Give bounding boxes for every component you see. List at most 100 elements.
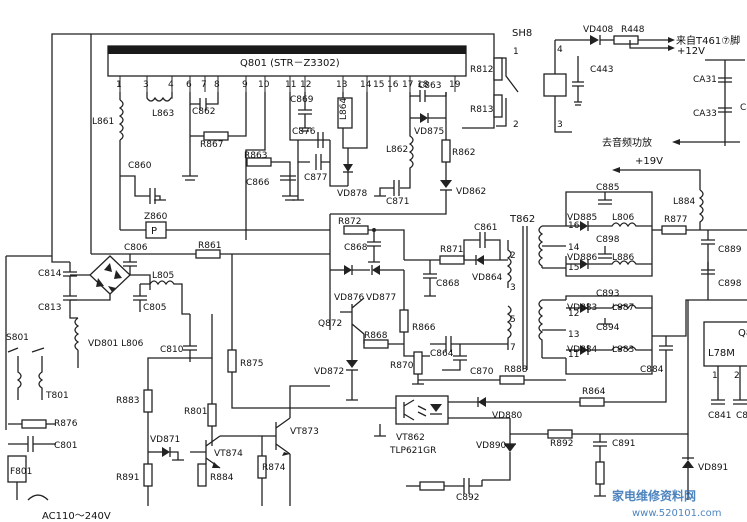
resistor-label: R861 bbox=[198, 241, 221, 251]
capacitor-label: C868 bbox=[436, 279, 460, 289]
transformer-label: T801 bbox=[45, 391, 69, 401]
capacitor-label: C866 bbox=[246, 178, 270, 188]
capacitor-label: C893 bbox=[596, 289, 619, 299]
resistor-label: R813 bbox=[470, 105, 493, 115]
diode-label: VD878 bbox=[337, 189, 368, 199]
resistor-label: R888 bbox=[504, 365, 528, 375]
resistor-label: R863 bbox=[244, 151, 267, 161]
ic-pin-label: 10 bbox=[258, 80, 270, 90]
regulator-pin: 1 bbox=[712, 371, 718, 381]
inductor-label: L864 bbox=[339, 98, 349, 120]
inductor-label: L887 bbox=[612, 303, 634, 313]
resistor-label: R875 bbox=[240, 359, 263, 369]
capacitor-label: C805 bbox=[143, 303, 166, 313]
optocoupler-vt862: VT862 TLP621GR bbox=[389, 395, 449, 456]
ic-pin-label: 18 bbox=[417, 80, 429, 90]
opto-ref: VT862 bbox=[396, 433, 425, 443]
resistor-label: R877 bbox=[664, 215, 687, 225]
ic-pin-label: 1 bbox=[116, 80, 122, 90]
note-mains: AC110～240V bbox=[42, 511, 111, 522]
ic-pin-label: 14 bbox=[360, 80, 372, 90]
diode-label: VD408 bbox=[583, 25, 614, 35]
t862-label: T862 bbox=[509, 214, 535, 225]
resistor-label: R812 bbox=[470, 65, 493, 75]
note-plus19: +19V bbox=[635, 156, 663, 167]
ic-pin-label: 7 bbox=[201, 80, 207, 90]
capacitor-label: C8 bbox=[736, 411, 747, 421]
capacitor-label: C884 bbox=[640, 365, 664, 375]
note-plus12: +12V bbox=[677, 46, 705, 57]
inductor-label: L863 bbox=[152, 109, 174, 119]
resistor-label: R874 bbox=[262, 463, 286, 473]
resistor-label: R866 bbox=[412, 323, 436, 333]
t862-pin: 11 bbox=[568, 350, 579, 360]
z860-label: Z860 bbox=[144, 212, 168, 222]
inductor-label: L805 bbox=[152, 271, 174, 281]
capacitor-label: CA31 bbox=[693, 75, 717, 85]
capacitor-label: C889 bbox=[718, 245, 742, 255]
capacitor-label: C894 bbox=[596, 323, 620, 333]
ic-pin-label: 6 bbox=[186, 80, 192, 90]
transistor-label: VT874 bbox=[214, 449, 243, 459]
ic-pin-label: 4 bbox=[168, 80, 174, 90]
regulator-pin: 2 bbox=[734, 371, 740, 381]
inductor-label: L806 bbox=[612, 213, 634, 223]
inductor-label: L883 bbox=[612, 345, 634, 355]
capacitor-label: C810 bbox=[160, 345, 184, 355]
ic-pin-label: 13 bbox=[336, 80, 347, 90]
diode-label: VD891 bbox=[698, 463, 728, 473]
capacitor-label: C814 bbox=[38, 269, 62, 279]
watermark-url: www.520101.com bbox=[632, 508, 722, 519]
ic-pin-label: 17 bbox=[402, 80, 413, 90]
ic-pin-label: 15 bbox=[373, 80, 384, 90]
relay-sh8: SH8 1 2 3 4 C443 bbox=[496, 28, 613, 133]
capacitor-label: C892 bbox=[456, 493, 479, 503]
fuse-label: F801 bbox=[10, 467, 32, 477]
ic-pin-label: 3 bbox=[143, 80, 149, 90]
capacitor-label: C869 bbox=[290, 95, 314, 105]
diode-label: VD886 bbox=[567, 253, 598, 263]
note-audio: 去音频功放 bbox=[602, 136, 652, 149]
resistor-label: R448 bbox=[621, 25, 645, 35]
ic-q801: Q801 (STR－Z3302) 1 3 4 6 7 8 9 bbox=[107, 45, 467, 92]
resistor-label: R876 bbox=[54, 419, 78, 429]
ic-pin-label: 8 bbox=[214, 80, 220, 90]
diode-label: VD880 bbox=[492, 411, 523, 421]
capacitor-label: C898 bbox=[718, 279, 742, 289]
ic-pin-label: 9 bbox=[242, 80, 248, 90]
diode-label: VD875 bbox=[414, 127, 444, 137]
capacitor-label: C862 bbox=[192, 107, 215, 117]
capacitor-label: C801 bbox=[54, 441, 77, 451]
resistor-label: R862 bbox=[452, 148, 475, 158]
inductor-label: L861 bbox=[92, 117, 114, 127]
transformer-t862: T862 bbox=[506, 214, 544, 370]
regulator-part: L78M bbox=[708, 348, 735, 359]
capacitor-label: CA33 bbox=[693, 109, 717, 119]
capacitor-label: C863 bbox=[418, 81, 441, 91]
t862-pin: 13 bbox=[568, 330, 579, 340]
relay-pin: 1 bbox=[513, 47, 519, 57]
capacitor-label: C885 bbox=[596, 183, 619, 193]
capacitor-label: C877 bbox=[304, 173, 327, 183]
capacitor-label: C443 bbox=[590, 65, 613, 75]
relay-pin: 4 bbox=[557, 45, 563, 55]
ic-q801-label: Q801 (STR－Z3302) bbox=[240, 58, 340, 69]
vd801-l806-label: VD801 L806 bbox=[88, 339, 144, 349]
capacitor-label: C813 bbox=[38, 303, 61, 313]
diode-label: VD864 bbox=[472, 273, 503, 283]
resistor-label: R892 bbox=[550, 439, 573, 449]
resistor-label: R864 bbox=[582, 387, 606, 397]
capacitor-label: C806 bbox=[124, 243, 148, 253]
resistor-label: R867 bbox=[200, 140, 223, 150]
ic-pin-label: 16 bbox=[387, 80, 399, 90]
ic-pin-label: 12 bbox=[300, 80, 311, 90]
resistor-label: R868 bbox=[364, 331, 388, 341]
t862-pin: 14 bbox=[568, 243, 580, 253]
relay-pin: 2 bbox=[513, 120, 519, 130]
capacitor-label: C8 bbox=[740, 103, 747, 113]
resistor-label: R884 bbox=[210, 473, 234, 483]
diode-label: VD876 bbox=[334, 293, 365, 303]
watermark-title: 家电维修资料网 bbox=[612, 488, 696, 503]
regulator-ref: Q8 bbox=[738, 328, 747, 339]
diode-label: VD890 bbox=[476, 441, 507, 451]
